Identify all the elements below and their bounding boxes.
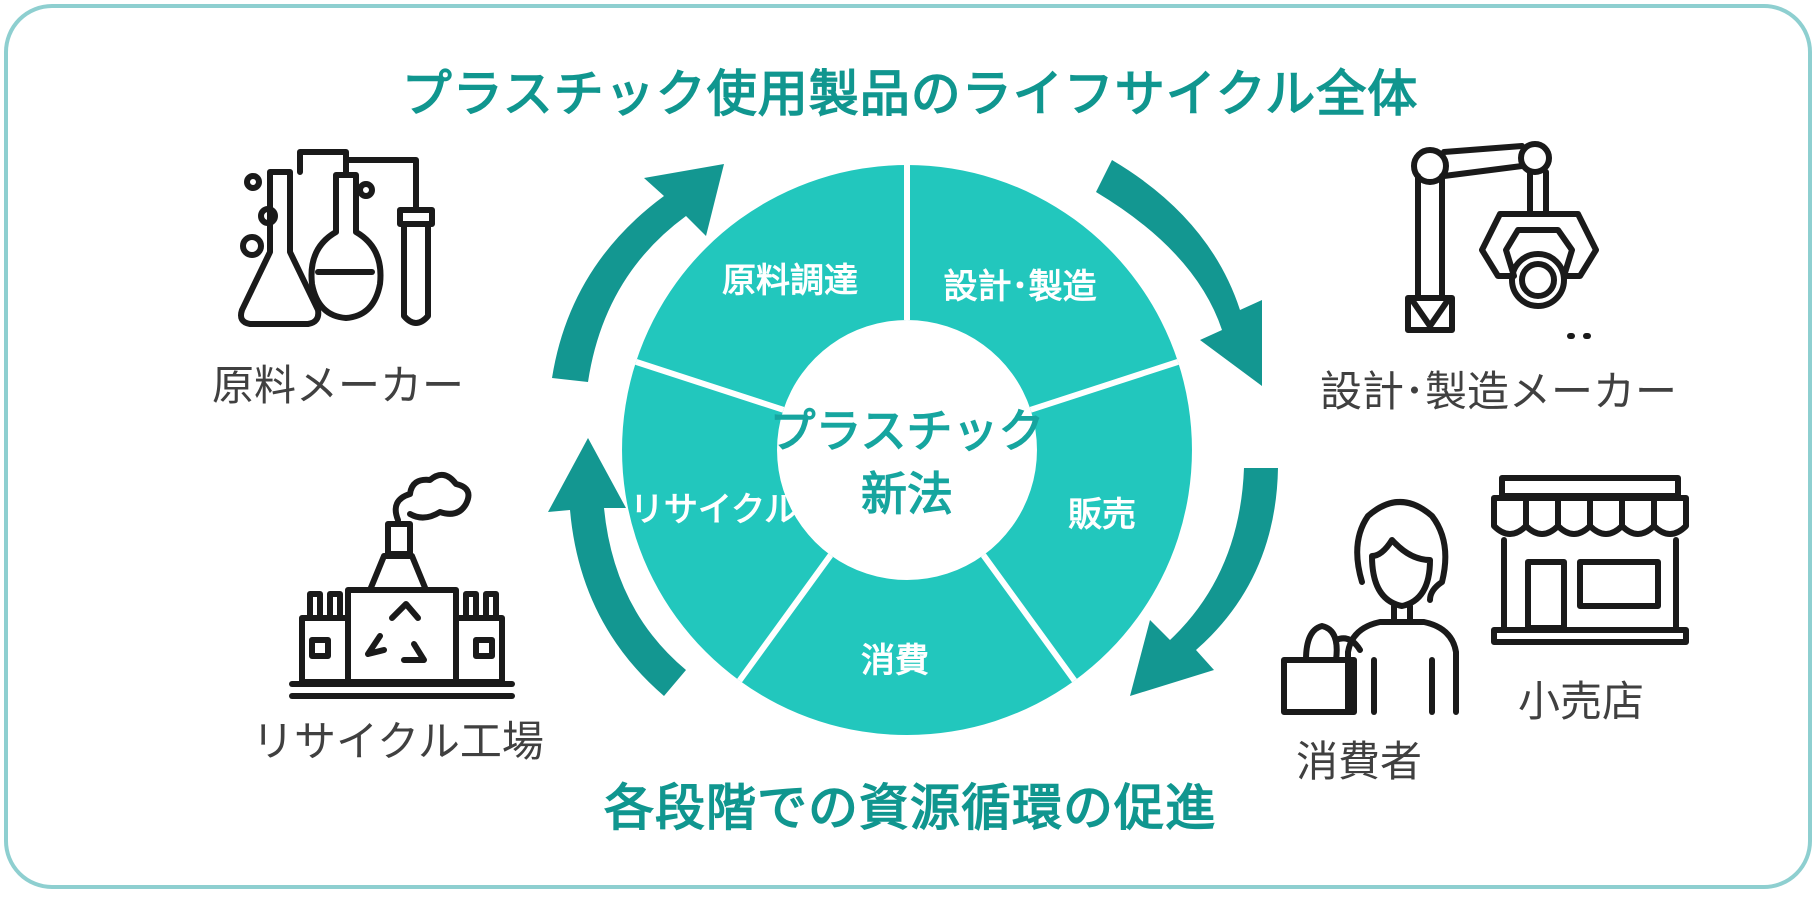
storefront-icon	[1491, 475, 1689, 645]
actor-label-recycle-plant: リサイクル工場	[252, 717, 544, 766]
arrow-raw-to-design	[1096, 160, 1262, 386]
arrow-recycle-to-raw	[552, 164, 724, 382]
actor-label-consumer: 消費者	[1296, 737, 1423, 786]
actor-label-design-maker: 設計･製造メーカー	[1320, 367, 1678, 416]
center-title-line2: 新法	[861, 467, 953, 521]
shopper-woman-icon	[1281, 499, 1459, 715]
segment-sales	[983, 361, 1192, 681]
lab-flasks-icon	[238, 149, 435, 327]
ring-segments	[622, 165, 1192, 736]
segment-design-manufacture	[907, 165, 1178, 410]
actor-label-raw-maker: 原料メーカー	[212, 361, 465, 410]
diagram-subtitle: 各段階での資源循環の促進	[604, 779, 1216, 837]
diagram-title: プラスチック使用製品のライフサイクル全体	[401, 65, 1419, 123]
segment-label-design: 設計･製造	[944, 267, 1097, 307]
arrow-consume-to-recycle	[548, 438, 686, 696]
segment-label-consume: 消費	[861, 641, 929, 681]
cycle-arrows	[548, 160, 1278, 696]
segment-label-sales: 販売	[1068, 495, 1136, 535]
segment-label-raw: 原料調達	[722, 261, 858, 301]
robot-arm-gear-icon	[1405, 141, 1599, 339]
segment-consumption	[739, 555, 1075, 736]
segment-label-recycle: リサイクル	[630, 490, 798, 530]
arrow-design-to-sales	[1130, 468, 1278, 696]
segment-recycle	[622, 361, 831, 681]
center-title-line1: プラスチック	[769, 404, 1044, 458]
recycle-factory-icon	[289, 471, 515, 699]
actor-label-retailer: 小売店	[1518, 677, 1645, 726]
segment-raw-material	[636, 165, 907, 410]
